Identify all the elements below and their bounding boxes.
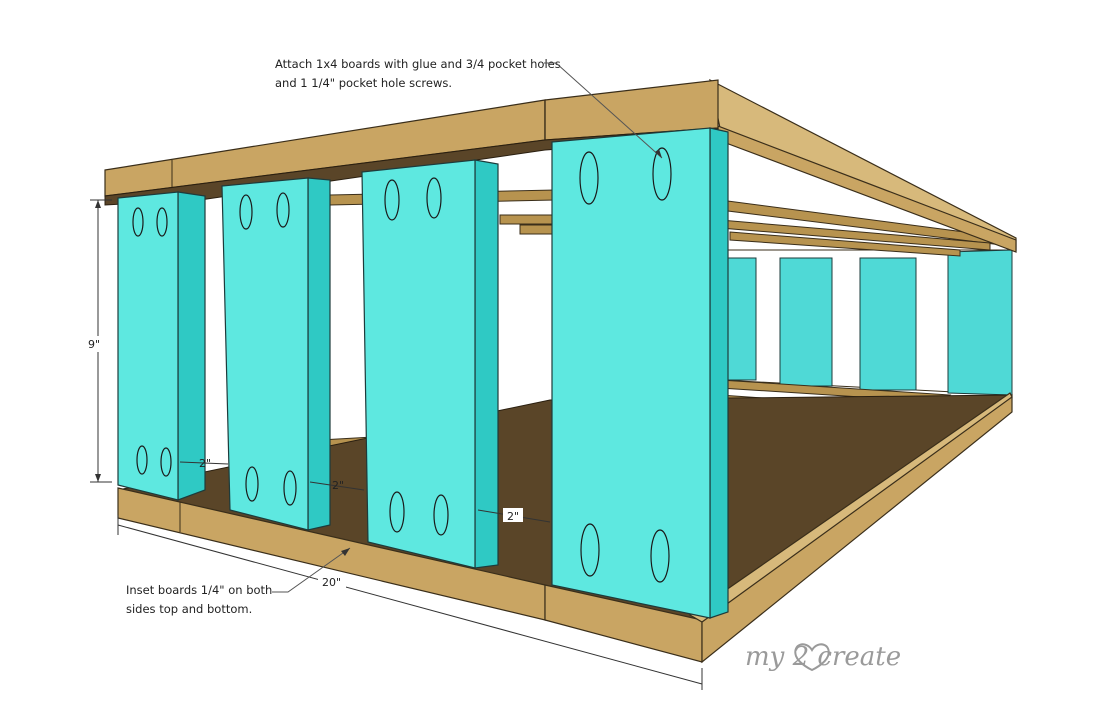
bottom-annotation: Inset boards 1/4" on both sides top and … <box>126 547 351 616</box>
bottom-note-line1: Inset boards 1/4" on both <box>126 583 272 597</box>
heart-icon <box>794 643 830 672</box>
gap-dimension-2-label: 2" <box>332 479 344 492</box>
pocket-hole <box>239 194 253 230</box>
gap-dimension-3-label: 2" <box>507 510 519 523</box>
pocket-hole <box>426 177 442 219</box>
top-note-line1: Attach 1x4 boards with glue and 3/4 pock… <box>275 57 561 71</box>
pocket-hole <box>156 207 168 237</box>
height-dimension-label: 9" <box>88 338 100 351</box>
height-dimension: 9" <box>84 199 112 483</box>
pocket-hole <box>276 192 290 228</box>
pocket-hole <box>579 151 599 205</box>
gap-dimension-3: 2" <box>477 508 551 523</box>
front-board-2 <box>221 177 331 531</box>
pocket-hole <box>389 491 405 533</box>
pocket-hole <box>652 147 672 201</box>
pocket-hole <box>433 494 449 536</box>
back-board-4 <box>947 249 1013 396</box>
gap-dimension-1-label: 2" <box>199 457 211 470</box>
back-board-2 <box>779 257 833 387</box>
pocket-hole <box>650 529 670 583</box>
width-dimension-label: 20" <box>322 576 341 589</box>
top-annotation: Attach 1x4 boards with glue and 3/4 pock… <box>275 57 663 159</box>
front-board-3 <box>361 159 499 569</box>
gap-dimension-1: 2" <box>179 457 229 470</box>
pocket-hole <box>384 179 400 221</box>
gap-dimension-2: 2" <box>309 479 365 492</box>
pocket-hole <box>283 470 297 506</box>
width-dimension: 20" <box>117 515 703 690</box>
pocket-hole <box>580 523 600 577</box>
logo-text: my 2 create <box>745 642 901 672</box>
brand-logo: my 2 create <box>745 642 901 672</box>
front-board-4 <box>551 127 729 619</box>
pocket-hole <box>160 447 172 477</box>
bottom-note-line2: sides top and bottom. <box>126 602 252 616</box>
pocket-hole <box>132 207 144 237</box>
back-board-3 <box>859 257 917 391</box>
pocket-hole <box>245 466 259 502</box>
front-board-1 <box>117 191 206 501</box>
pocket-hole <box>136 445 148 475</box>
back-board-1 <box>727 257 757 381</box>
top-note-line2: and 1 1/4" pocket hole screws. <box>275 76 452 90</box>
